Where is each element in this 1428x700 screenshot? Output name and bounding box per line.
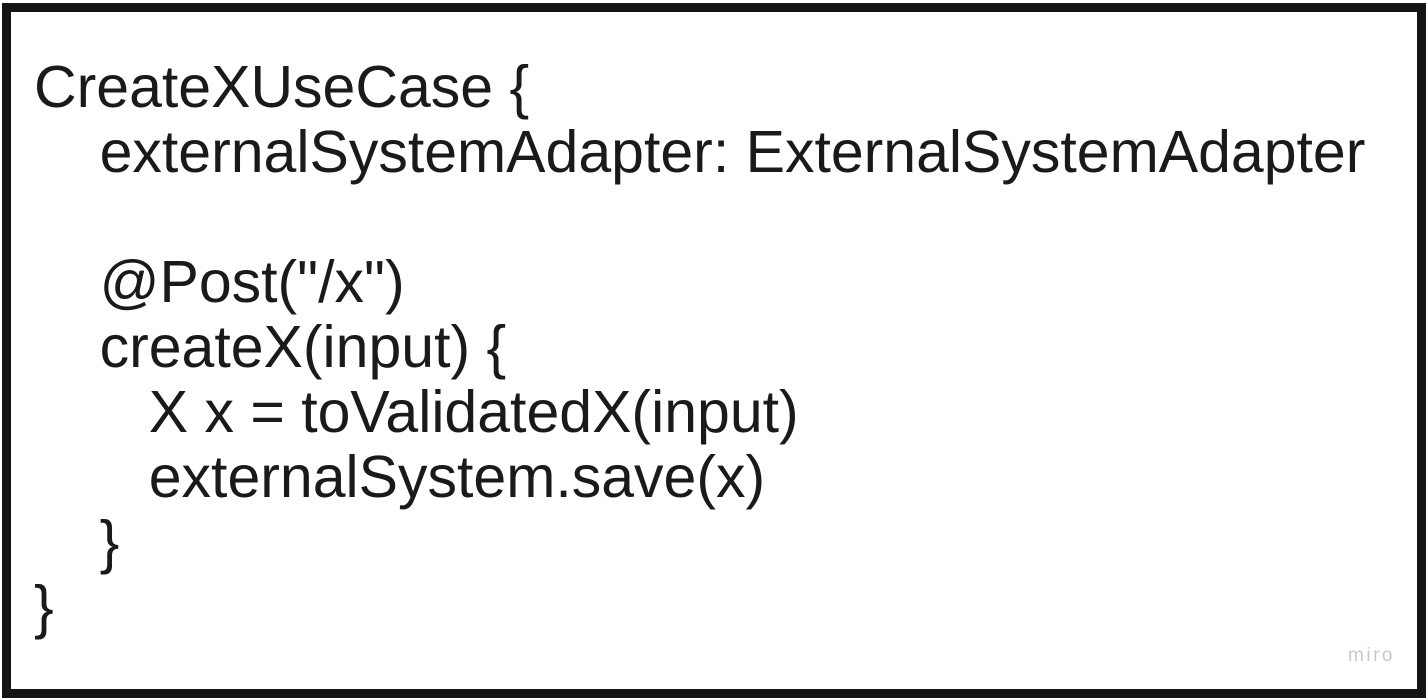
- code-line-blank: [34, 185, 1365, 250]
- code-card[interactable]: CreateXUseCase { externalSystemAdapter: …: [2, 3, 1426, 698]
- code-line: @Post("/x"): [34, 249, 405, 315]
- code-line: externalSystem.save(x): [34, 444, 766, 510]
- code-line: X x = toValidatedX(input): [34, 379, 799, 445]
- code-line: createX(input) {: [34, 314, 507, 380]
- miro-watermark-logo: miro: [1348, 645, 1395, 666]
- code-line: }: [34, 509, 120, 575]
- code-line: CreateXUseCase {: [34, 54, 530, 120]
- code-block: CreateXUseCase { externalSystemAdapter: …: [34, 55, 1365, 640]
- code-line: externalSystemAdapter: ExternalSystemAda…: [34, 119, 1366, 185]
- code-line: }: [34, 574, 54, 640]
